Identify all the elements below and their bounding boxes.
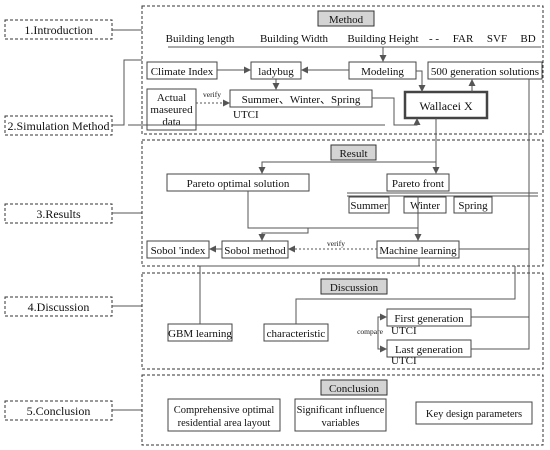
climate-index-label: Climate Index xyxy=(151,66,214,78)
wallacei-label: Wallacei X xyxy=(419,99,473,113)
discussion-arrows xyxy=(199,79,530,353)
generation-label: 500 generation solutions xyxy=(431,66,539,78)
param-building-height: Building Height xyxy=(347,33,418,45)
first-gen-label: First generation xyxy=(394,313,464,325)
actual-label-1: Actual xyxy=(157,92,186,104)
sidebar-intro-label: 1.Introduction xyxy=(24,23,92,37)
ladybug-label: ladybug xyxy=(258,66,294,78)
conclusion-header-box xyxy=(320,379,388,396)
spring-box xyxy=(453,196,493,214)
method-header-box xyxy=(317,10,375,27)
pareto-front-box xyxy=(386,173,450,192)
modeling-label: Modeling xyxy=(361,66,404,78)
param-svf: SVF xyxy=(487,33,507,45)
key-design-box xyxy=(415,401,533,425)
sidebar-discussion-label: 4.Discussion xyxy=(28,300,90,314)
seasons-label: Summer、Winter、Spring xyxy=(242,94,361,106)
result-header: Result xyxy=(339,148,367,160)
pareto-front-label: Pareto front xyxy=(392,178,444,190)
wallacei-box xyxy=(403,90,489,120)
param-building-length: Building length xyxy=(166,33,235,45)
method-verify-label: verify xyxy=(203,90,221,99)
ml-label: Machine learning xyxy=(379,245,457,257)
discussion-section xyxy=(141,272,544,370)
sidebar-conclusion-label: 5.Conclusion xyxy=(27,404,91,418)
actual-label-3: data xyxy=(162,116,180,128)
actual-data-box xyxy=(146,88,197,131)
sidebar-connectors xyxy=(112,29,142,411)
param-bd: BD xyxy=(520,33,535,45)
characteristic-label: characteristic xyxy=(267,328,326,340)
spring-label: Spring xyxy=(458,200,488,212)
first-utci-label: UTCI xyxy=(391,325,417,337)
method-header: Method xyxy=(329,14,364,26)
gbm-label: GBM learning xyxy=(168,328,232,340)
actual-label-2: maseured xyxy=(150,104,193,116)
conclusion-section xyxy=(141,374,544,446)
method-arrows xyxy=(128,47,476,126)
pareto-optimal-label: Pareto optimal solution xyxy=(187,178,290,190)
comprehensive-label-1: Comprehensive optimal xyxy=(174,405,275,416)
winter-label: Winter xyxy=(410,200,440,212)
sidebar-sim-label: 2.Simulation Method xyxy=(8,119,110,133)
winter-box xyxy=(403,196,447,214)
summer-label: Summer xyxy=(350,200,388,212)
param-building-width: Building Width xyxy=(260,33,329,45)
result-verify-label: verify xyxy=(327,239,345,248)
sobol-method-label: Sobol method xyxy=(224,245,286,257)
last-gen-label: Last generation xyxy=(395,344,464,356)
significant-label-1: Significant influence xyxy=(297,405,385,416)
param-dots: - - xyxy=(429,33,439,45)
method-section xyxy=(141,5,544,135)
result-arrows xyxy=(209,118,529,253)
comprehensive-box xyxy=(167,398,281,432)
key-design-label: Key design parameters xyxy=(426,409,522,420)
significant-box xyxy=(294,398,387,432)
last-utci-label: UTCI xyxy=(391,355,417,367)
generation-box xyxy=(427,61,543,80)
param-far: FAR xyxy=(453,33,474,45)
conclusion-header: Conclusion xyxy=(329,383,380,395)
discussion-header: Discussion xyxy=(330,282,379,294)
discussion-header-box xyxy=(320,278,388,295)
sidebar: 1.Introduction 2.Simulation Method 3.Res… xyxy=(4,19,113,421)
summer-box xyxy=(348,196,390,214)
method-utci-label: UTCI xyxy=(233,109,259,121)
significant-label-2: variables xyxy=(322,418,360,429)
sidebar-results-label: 3.Results xyxy=(36,207,81,221)
sobol-index-label: Sobol 'index xyxy=(151,245,206,257)
comprehensive-label-2: residential area layout xyxy=(178,418,271,429)
result-header-box xyxy=(330,144,377,161)
pareto-optimal-box xyxy=(166,173,310,192)
compare-label: compare xyxy=(357,327,383,336)
